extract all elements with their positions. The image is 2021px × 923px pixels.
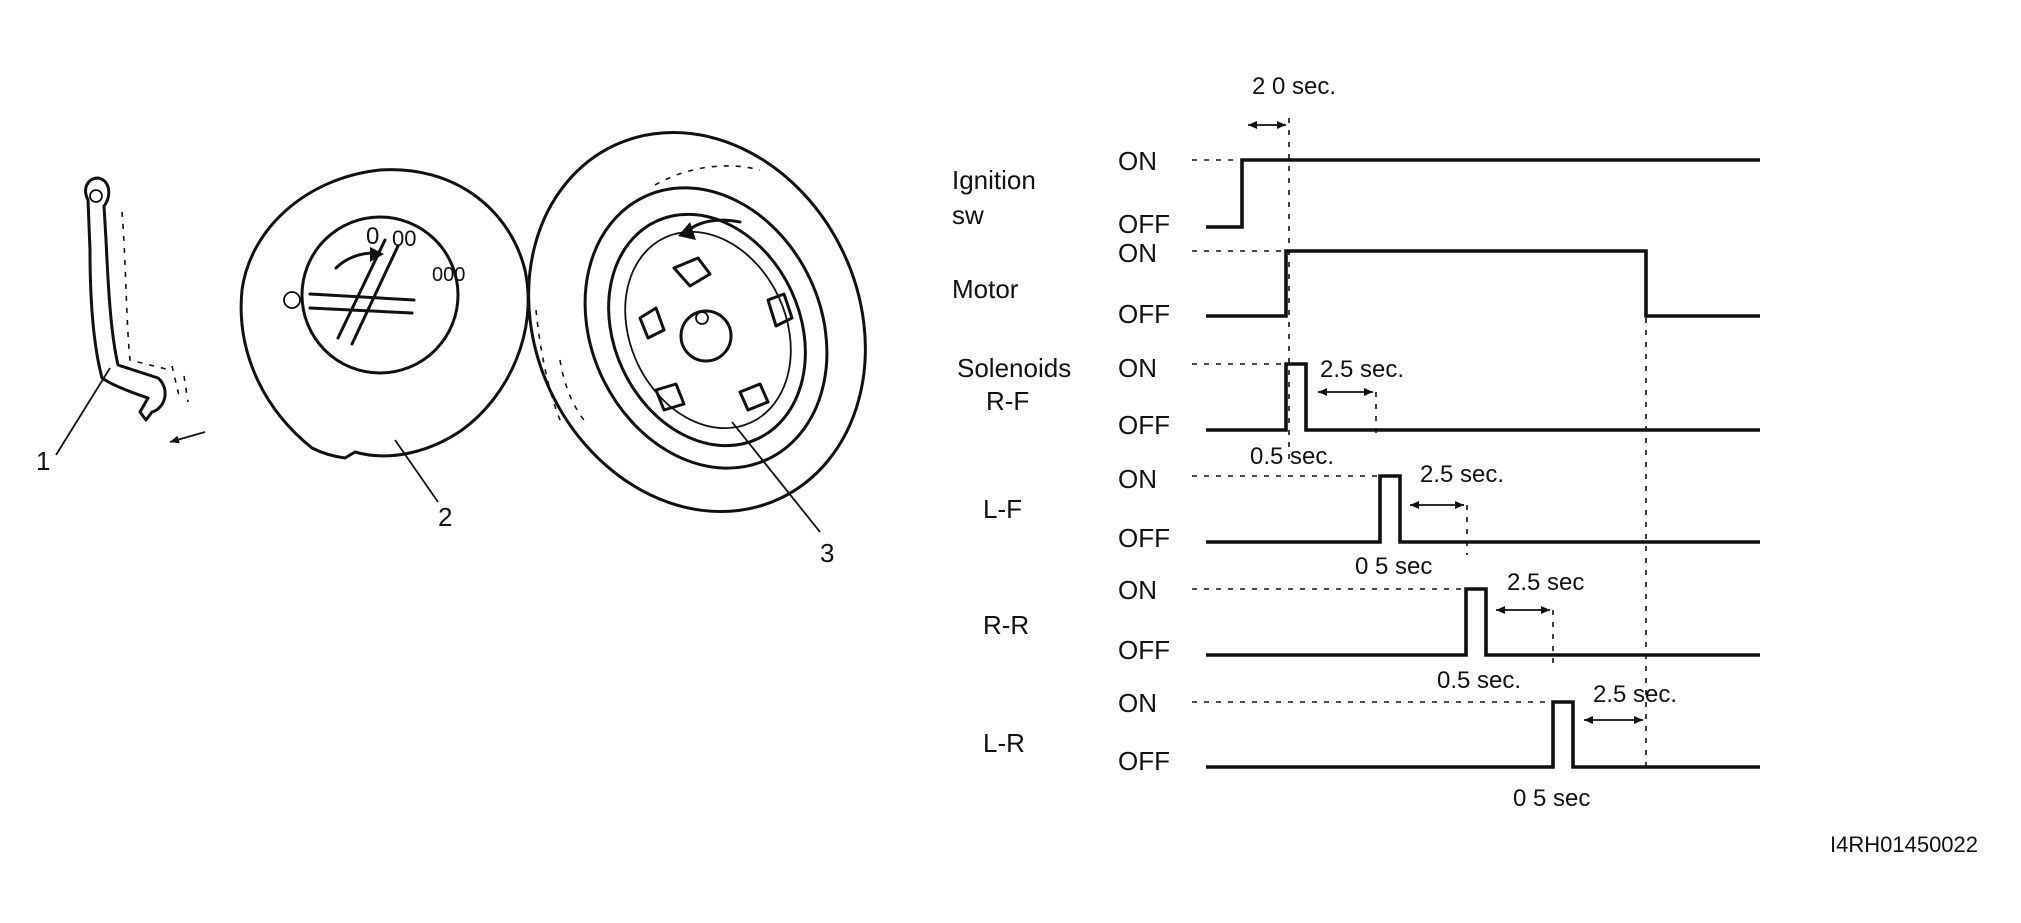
- rf-off-label: OFF: [1118, 410, 1170, 440]
- state-labels: ON OFF ON OFF ON OFF ON OFF ON OFF ON OF…: [1118, 146, 1170, 776]
- row-label-solenoids: Solenoids: [957, 353, 1071, 383]
- row-label-motor: Motor: [952, 274, 1019, 304]
- motor-off-label: OFF: [1118, 299, 1170, 329]
- rotation-mark-1: 00: [392, 226, 416, 251]
- rf-solenoid-waveform: [1206, 362, 1760, 432]
- motor-on-label: ON: [1118, 238, 1157, 268]
- rr-on-label: ON: [1118, 575, 1157, 605]
- rf-gap-text: 2.5 sec.: [1320, 356, 1404, 383]
- lr-gap-text: 2.5 sec.: [1593, 681, 1677, 708]
- rr-gap-text: 2.5 sec: [1507, 569, 1584, 596]
- ignition-on-label: ON: [1118, 146, 1157, 176]
- callout-3: 3: [820, 538, 834, 568]
- lf-off-label: OFF: [1118, 523, 1170, 553]
- row-label-l-f: L-F: [983, 494, 1022, 524]
- ignition-waveform: [1206, 158, 1760, 229]
- lf-pulse-text: 0 5 sec: [1355, 553, 1432, 580]
- callout-leader-1: [55, 367, 111, 456]
- lr-on-label: ON: [1118, 688, 1157, 718]
- row-label-r-r: R-R: [983, 610, 1029, 640]
- spare-tire-illustration: [527, 130, 867, 514]
- rf-pulse-text: 0.5 sec.: [1250, 443, 1334, 470]
- lf-solenoid-waveform: [1206, 474, 1760, 544]
- rr-solenoid-waveform: [1206, 587, 1760, 657]
- figure-code: I4RH01450022: [1830, 832, 1978, 857]
- ignition-delay-text: 2 0 sec.: [1252, 73, 1336, 100]
- ignition-off-label: OFF: [1118, 209, 1170, 239]
- row-label-l-r: L-R: [983, 728, 1025, 758]
- callout-leader-2: [394, 439, 439, 503]
- row-label-r-f: R-F: [986, 386, 1029, 416]
- lf-on-label: ON: [1118, 464, 1157, 494]
- rf-on-label: ON: [1118, 353, 1157, 383]
- lf-gap-text: 2.5 sec.: [1420, 461, 1504, 488]
- callout-2: 2: [438, 502, 452, 532]
- rotation-mark-0: 0: [366, 223, 379, 250]
- lr-solenoid-waveform: [1206, 700, 1760, 769]
- wheel-cover-illustration: 0 00 000: [239, 168, 530, 460]
- rotation-mark-2: 000: [432, 264, 465, 286]
- lr-off-label: OFF: [1118, 746, 1170, 776]
- callout-1: 1: [36, 446, 50, 476]
- motor-waveform: [1206, 249, 1760, 318]
- rr-off-label: OFF: [1118, 635, 1170, 665]
- row-label-ignition-sw: sw: [952, 200, 984, 230]
- rr-pulse-text: 0.5 sec.: [1437, 667, 1521, 694]
- release-tool-illustration: [84, 176, 206, 444]
- row-label-ignition: Ignition: [952, 165, 1036, 195]
- lr-pulse-text: 0 5 sec: [1513, 785, 1590, 812]
- callout-leader-3: [731, 421, 821, 533]
